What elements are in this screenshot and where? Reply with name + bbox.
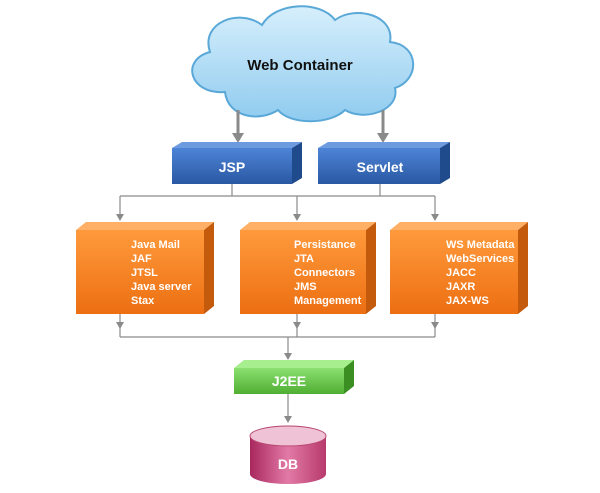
box1-item: Java server <box>131 281 192 293</box>
box2-item: JTA <box>294 253 314 265</box>
box2-item: Connectors <box>294 267 355 279</box>
db-top <box>249 425 327 447</box>
cloud-to-servlet-arrow <box>377 133 389 143</box>
cloud-connectors <box>232 110 389 143</box>
cloud-shape <box>191 5 415 123</box>
box1-item: JTSL <box>131 267 158 279</box>
box3-item: WS Metadata <box>446 239 515 251</box>
box2-item: Management <box>294 295 362 307</box>
servlet-label: Servlet <box>357 159 404 175</box>
box1-item: Java Mail <box>131 239 180 251</box>
box2-item: Persistance <box>294 239 356 251</box>
db-connector <box>284 394 292 423</box>
box2-item: JMS <box>294 281 317 293</box>
servlet-box: Servlet <box>318 142 450 184</box>
j2ee-label: J2EE <box>272 373 306 389</box>
box1-item: Stax <box>131 295 155 307</box>
box3-item: WebServices <box>446 253 514 265</box>
web-container-cloud: Web Container <box>191 5 415 123</box>
jsp-box: JSP <box>172 142 302 184</box>
tier2-connectors <box>116 184 439 221</box>
services-box-2: Persistance JTA Connectors JMS Managemen… <box>240 222 376 314</box>
j2ee-box: J2EE <box>234 360 354 394</box>
box3-item: JAXR <box>446 281 475 293</box>
cloud-to-jsp-arrow <box>232 133 244 143</box>
jsp-label: JSP <box>219 159 245 175</box>
services-box-1: Java Mail JAF JTSL Java server Stax <box>76 222 214 314</box>
box3-item: JAX-WS <box>446 295 489 307</box>
services-box-3: WS Metadata WebServices JACC JAXR JAX-WS <box>390 222 528 314</box>
db-label: DB <box>278 456 298 472</box>
box1-item: JAF <box>131 253 152 265</box>
box3-item: JACC <box>446 267 476 279</box>
database-cylinder: DB <box>249 425 327 484</box>
cloud-label: Web Container <box>247 57 353 74</box>
j2ee-connectors <box>116 314 439 360</box>
